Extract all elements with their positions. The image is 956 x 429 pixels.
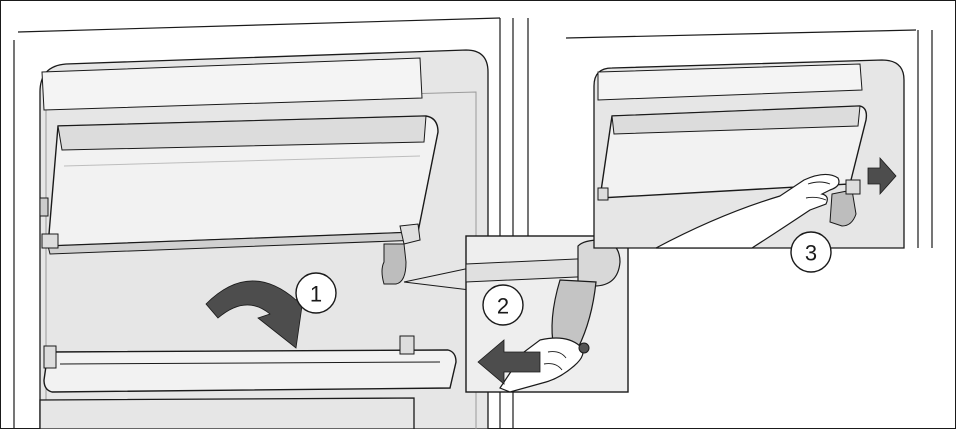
lower-tray <box>44 350 456 392</box>
tray-right-pin <box>400 336 414 354</box>
inset-screw <box>579 343 589 353</box>
right-hinge-arm <box>830 190 856 226</box>
flap-left-pin <box>42 234 58 248</box>
right-hinge-bracket <box>400 224 420 244</box>
bottom-drawer <box>40 398 414 429</box>
step-1-number: 1 <box>310 282 322 307</box>
tray-left-pin <box>44 346 56 368</box>
zoom-inset: 2 <box>466 236 628 392</box>
right-flap-left-clip <box>598 188 608 200</box>
left-panel: 1 <box>14 18 513 429</box>
right-hinge-arm <box>382 244 406 284</box>
step-3-number: 3 <box>805 241 817 266</box>
flap-left-clip <box>40 198 48 216</box>
right-hinge-cap <box>846 180 860 194</box>
step-2-number: 2 <box>497 294 509 319</box>
